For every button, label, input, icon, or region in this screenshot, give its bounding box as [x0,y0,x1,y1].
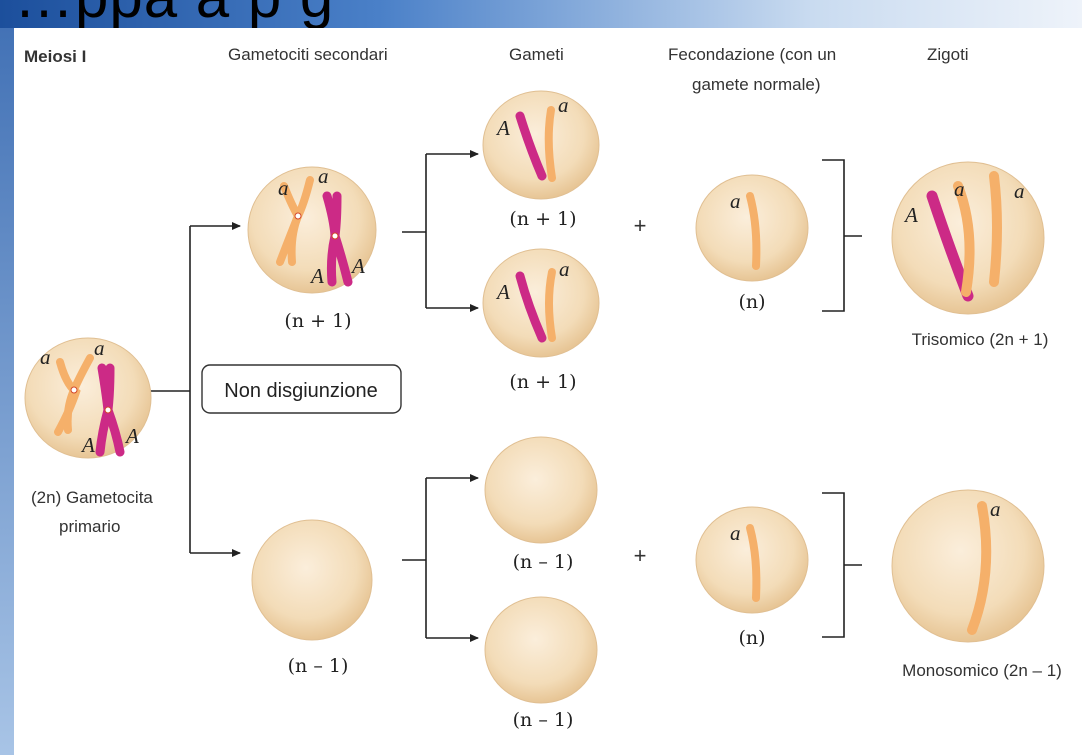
nondisjunction-diagram: Meiosi I Gametociti secondari Gameti Fec… [14,28,1082,755]
allele-label: a [730,189,741,213]
primary-label-line1: (2n) Gametocita [31,488,153,507]
slide-left-bar [0,0,14,755]
header-fertilization-line1: Fecondazione (con un [668,45,836,64]
allele-label: a [1014,179,1025,203]
plus-sign: + [634,213,647,238]
allele-label: a [318,164,329,188]
plus-sign: + [634,543,647,568]
allele-label: A [80,433,95,457]
gamete-n-plus-1-label: (n + 1) [509,208,576,230]
brackets [822,160,862,637]
gamete-n-plus-1-top: A a [483,91,599,199]
allele-label: A [495,116,510,140]
allele-label: A [495,280,510,304]
normal-gamete-n-label: (n) [738,291,765,313]
monosomic-label: Monosomico (2n – 1) [902,661,1062,680]
secondary-n-plus-1-label: (n + 1) [284,310,351,332]
gamete-n-plus-1-label: (n + 1) [509,371,576,393]
gamete-n-minus-1-label: (n – 1) [513,551,574,573]
allele-label: A [124,424,139,448]
header-zygotes: Zigoti [927,45,969,64]
allele-label: a [40,345,51,369]
slide-title-fragment: …ppa a p g [14,0,334,31]
secondary-n-minus-1-label: (n – 1) [288,655,349,677]
nondisjunction-label: Non disgiunzione [224,380,377,402]
monosomic-zygote: a [892,490,1044,642]
trisomic-label: Trisomico (2n + 1) [912,330,1049,349]
secondary-gametocyte-n-minus-1 [252,520,372,640]
normal-gamete-top: a [696,175,808,281]
gamete-n-minus-1-bottom [485,597,597,703]
trisomic-zygote: A a a [892,162,1044,314]
diagram-panel: Meiosi I Gametociti secondari Gameti Fec… [14,28,1082,755]
allele-label: a [954,177,965,201]
allele-label: a [558,93,569,117]
allele-label: a [730,521,741,545]
gamete-n-minus-1-label: (n – 1) [513,709,574,731]
allele-label: A [903,203,918,227]
primary-label-line2: primario [59,517,120,536]
gamete-n-plus-1-bottom: A a [483,249,599,357]
header-meiosis: Meiosi I [24,47,86,66]
header-fertilization-line2: gamete normale) [692,75,821,94]
allele-label: A [350,254,365,278]
allele-label: A [309,264,324,288]
gamete-n-minus-1-top [485,437,597,543]
header-secondary-gametocytes: Gametociti secondari [228,45,388,64]
allele-label: a [990,497,1001,521]
secondary-gametocyte-n-plus-1: a a A A [248,164,376,293]
allele-label: a [94,336,105,360]
header-gametes: Gameti [509,45,564,64]
allele-label: a [278,176,289,200]
normal-gamete-n-label: (n) [738,627,765,649]
normal-gamete-bottom: a [696,507,808,613]
primary-gametocyte-cell: a a A A [25,336,151,458]
allele-label: a [559,257,570,281]
